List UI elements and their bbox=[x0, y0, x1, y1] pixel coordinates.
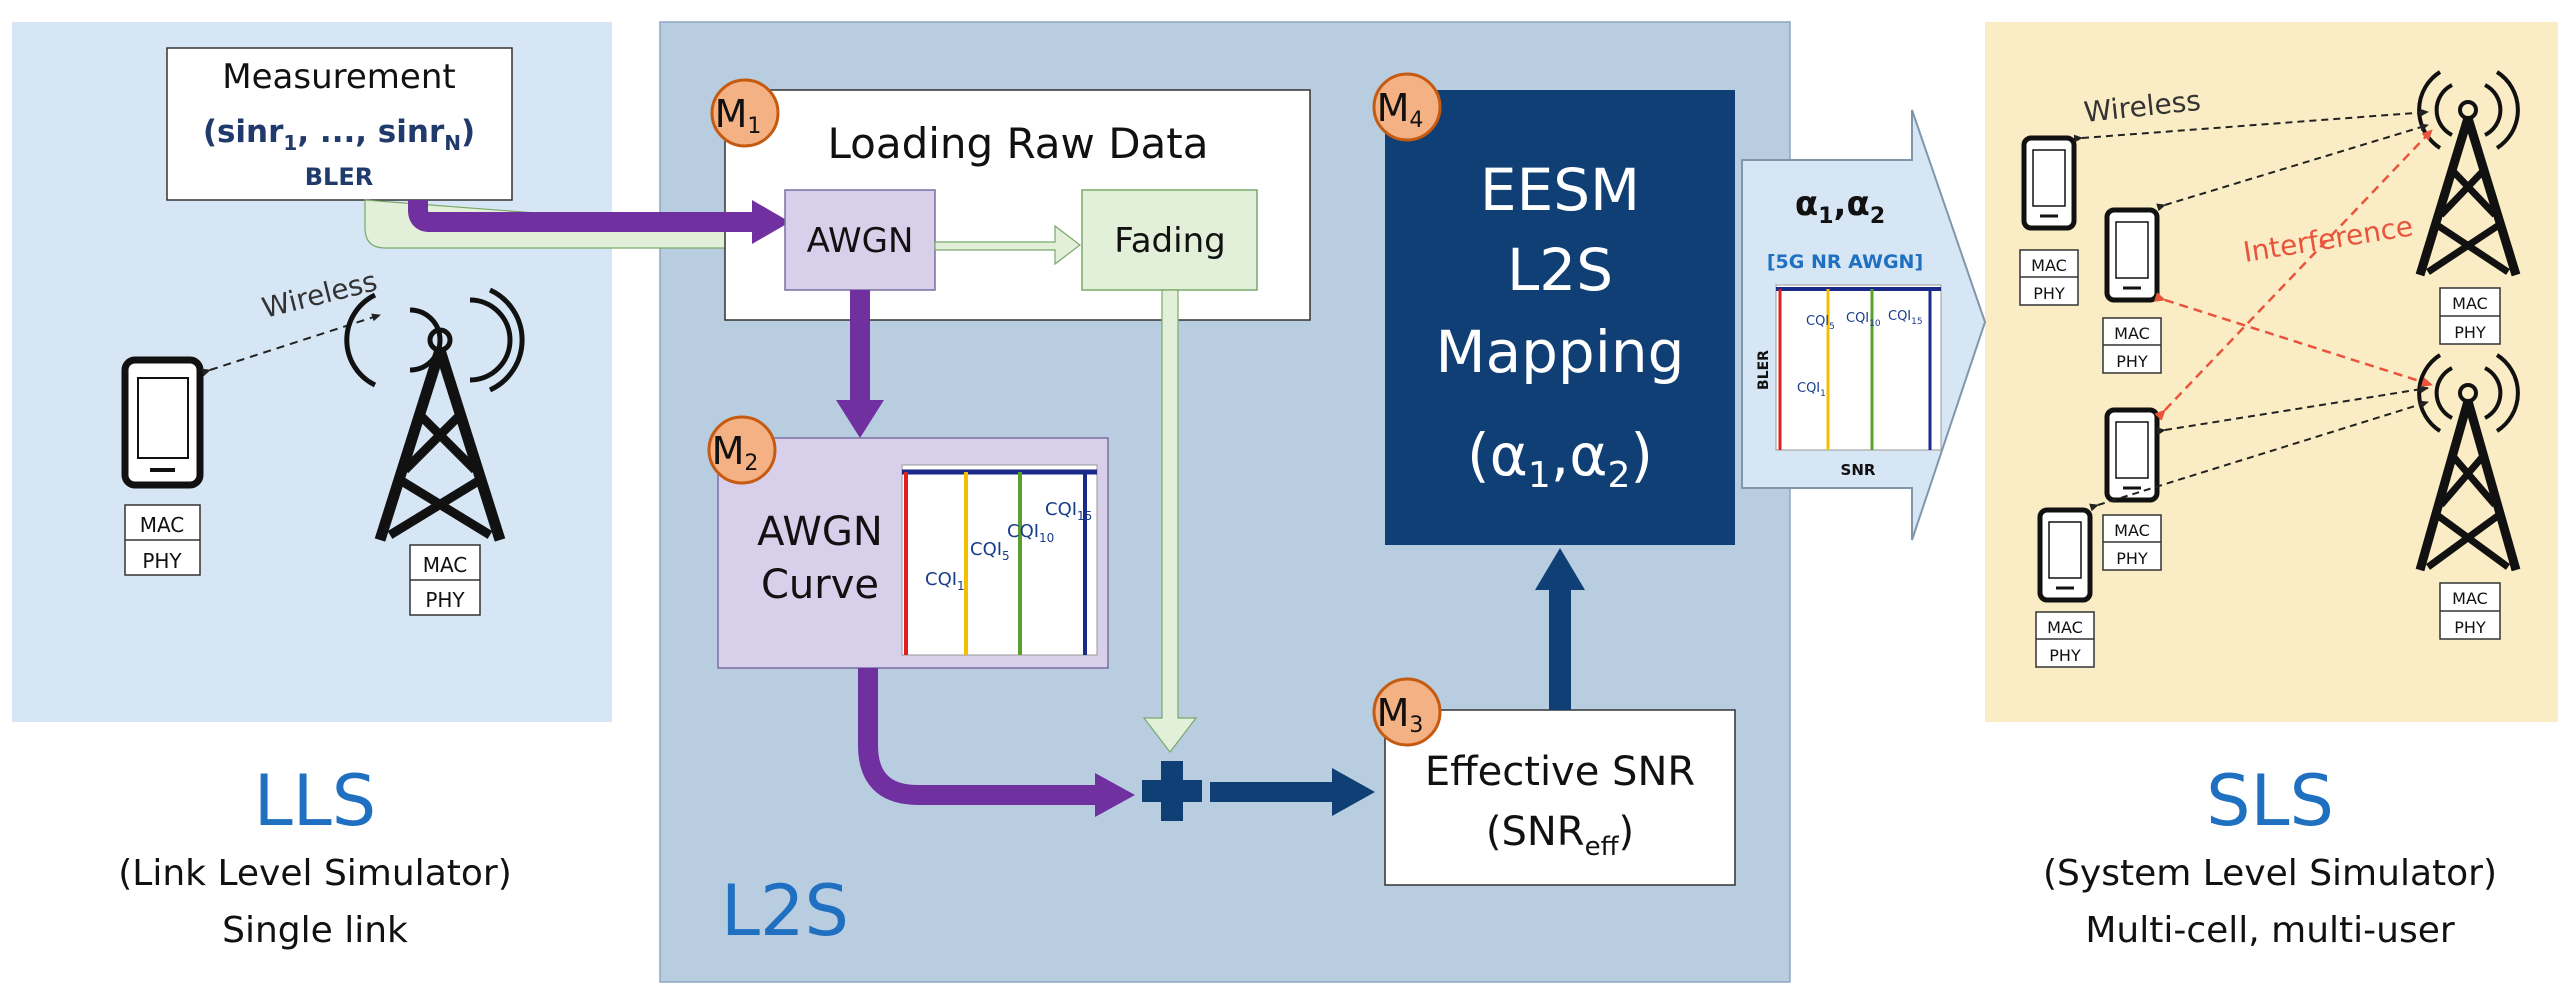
svg-text:PHY: PHY bbox=[2116, 549, 2148, 568]
eesm-line-3: Mapping bbox=[1436, 318, 1685, 386]
nr-awgn-ylabel: BLER bbox=[1756, 350, 1772, 390]
eesm-box bbox=[1385, 90, 1735, 545]
eesm-line-2: L2S bbox=[1507, 236, 1613, 304]
svg-text:PHY: PHY bbox=[2454, 618, 2486, 637]
effective-snr-box bbox=[1384, 709, 1736, 886]
lls-subtitle2: Single link bbox=[222, 910, 408, 951]
measurement-sinr: (sinr1, ..., sinrN) bbox=[203, 114, 475, 155]
cqi-15-label: CQI15 bbox=[1045, 499, 1092, 523]
measurement-title: Measurement bbox=[222, 57, 455, 97]
curve-to-sum-arrow bbox=[858, 668, 1100, 805]
svg-text:PHY: PHY bbox=[2116, 352, 2148, 371]
alpha-params-label: α1,α2 bbox=[1795, 184, 1885, 229]
lls-tower: MAC PHY bbox=[344, 287, 525, 616]
svg-text:MAC: MAC bbox=[2114, 324, 2150, 343]
awgn-curve-chart: CQI1 CQI5 CQI10 CQI15 bbox=[901, 464, 1098, 656]
awgn-data-arrow bbox=[408, 200, 760, 232]
cqi-1-label: CQI1 bbox=[925, 569, 965, 593]
svg-text:M1: M1 bbox=[715, 92, 762, 139]
module-badge-m2: M2 bbox=[707, 415, 777, 485]
effective-snr-symbol: (SNReff) bbox=[1486, 809, 1634, 862]
module-badge-m4: M4 bbox=[1372, 72, 1442, 142]
cell-tower-icon bbox=[344, 287, 525, 542]
lls-phone: MAC PHY bbox=[121, 356, 204, 576]
svg-text:PHY: PHY bbox=[2454, 323, 2486, 342]
l2s-title: L2S bbox=[721, 870, 849, 952]
svg-text:PHY: PHY bbox=[2049, 646, 2081, 665]
sls-subtitle: (System Level Simulator) bbox=[2043, 853, 2497, 894]
effective-snr-label: Effective SNR bbox=[1425, 749, 1695, 795]
module-badge-m3: M3 bbox=[1372, 677, 1442, 747]
sls-subtitle2: Multi-cell, multi-user bbox=[2085, 910, 2455, 951]
svg-text:MAC: MAC bbox=[2031, 256, 2067, 275]
sls-phone-4: MAC PHY bbox=[2035, 507, 2095, 668]
lls-title: LLS bbox=[254, 760, 376, 842]
eesm-line-1: EESM bbox=[1480, 156, 1640, 224]
svg-text:M3: M3 bbox=[1377, 691, 1424, 738]
cqi-10-label: CQI10 bbox=[1007, 521, 1054, 545]
sls-phone-3: MAC PHY bbox=[2102, 407, 2162, 571]
module-badge-m1: M1 bbox=[710, 78, 780, 148]
lls-wireless-link bbox=[201, 313, 381, 377]
fading-box bbox=[1081, 189, 1258, 291]
svg-text:PHY: PHY bbox=[142, 549, 182, 573]
awgn-box bbox=[784, 189, 936, 291]
measurement-bler: BLER bbox=[305, 163, 373, 191]
svg-text:PHY: PHY bbox=[2033, 284, 2065, 303]
svg-text:CQI15: CQI15 bbox=[1888, 309, 1923, 327]
svg-text:MAC: MAC bbox=[2114, 521, 2150, 540]
awgn-curve-label-1: AWGN bbox=[757, 509, 883, 555]
sls-title: SLS bbox=[2206, 760, 2334, 842]
svg-text:PHY: PHY bbox=[425, 588, 465, 612]
sls-interference-links bbox=[2153, 129, 2433, 421]
cell-tower-icon bbox=[2415, 353, 2521, 572]
svg-text:CQI5: CQI5 bbox=[1806, 314, 1835, 332]
nr-awgn-xlabel: SNR bbox=[1841, 461, 1876, 479]
loading-raw-data-label: Loading Raw Data bbox=[827, 119, 1208, 168]
svg-text:MAC: MAC bbox=[140, 513, 185, 537]
sls-phone-2: MAC PHY bbox=[2102, 207, 2162, 374]
svg-text:MAC: MAC bbox=[423, 553, 468, 577]
nr-awgn-label: [5G NR AWGN] bbox=[1767, 251, 1923, 273]
svg-text:CQI1: CQI1 bbox=[1797, 381, 1826, 399]
nr-awgn-chart: CQI1 CQI5 CQI10 CQI15 BLER SNR bbox=[1756, 284, 1942, 479]
awgn-curve-label-2: Curve bbox=[761, 562, 879, 608]
fading-label: Fading bbox=[1114, 221, 1225, 261]
sum-node bbox=[1142, 761, 1202, 821]
awgn-to-fading-arrow bbox=[934, 224, 1081, 266]
eesm-line-4: (α1,α2) bbox=[1467, 421, 1653, 496]
svg-text:CQI10: CQI10 bbox=[1846, 311, 1881, 329]
svg-text:MAC: MAC bbox=[2452, 589, 2488, 608]
sls-phone-1: MAC PHY bbox=[2019, 135, 2079, 306]
fading-to-sum-arrow bbox=[1142, 289, 1198, 753]
svg-text:MAC: MAC bbox=[2047, 618, 2083, 637]
cqi-5-label: CQI5 bbox=[970, 539, 1010, 563]
sls-tower-2: MAC PHY bbox=[2415, 353, 2521, 640]
awgn-label: AWGN bbox=[807, 221, 914, 261]
svg-text:M4: M4 bbox=[1377, 86, 1424, 133]
measurement-box: Measurement (sinr1, ..., sinrN) BLER bbox=[166, 47, 513, 201]
svg-text:M2: M2 bbox=[712, 429, 759, 476]
lls-subtitle: (Link Level Simulator) bbox=[118, 853, 511, 894]
svg-text:MAC: MAC bbox=[2452, 294, 2488, 313]
